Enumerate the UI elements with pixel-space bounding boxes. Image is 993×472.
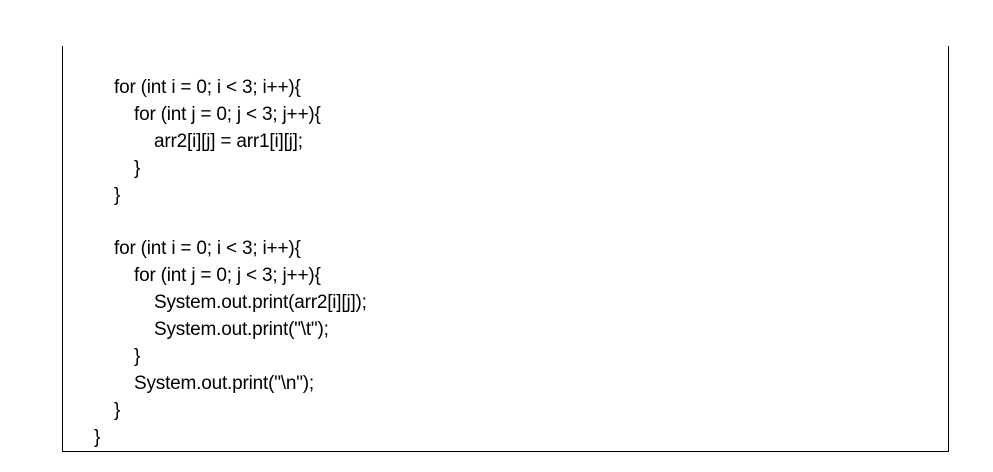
code-line: arr2[i][j] = arr1[i][j];: [154, 131, 303, 152]
code-block: [62, 46, 949, 452]
code-line: System.out.print("\t");: [154, 319, 329, 340]
code-line: for (int i = 0; i < 3; i++){: [114, 77, 301, 98]
code-line: for (int j = 0; j < 3; j++){: [134, 104, 321, 125]
code-line: System.out.print(arr2[i][j]);: [154, 292, 367, 313]
code-line: }: [114, 400, 121, 421]
code-line: for (int j = 0; j < 3; j++){: [134, 265, 321, 286]
code-line: }: [134, 346, 141, 367]
code-line: }: [134, 158, 141, 179]
code-line: for (int i = 0; i < 3; i++){: [114, 238, 301, 259]
code-line: }: [114, 185, 121, 206]
code-line: System.out.print("\n");: [134, 373, 314, 394]
code-line: }: [94, 427, 101, 448]
